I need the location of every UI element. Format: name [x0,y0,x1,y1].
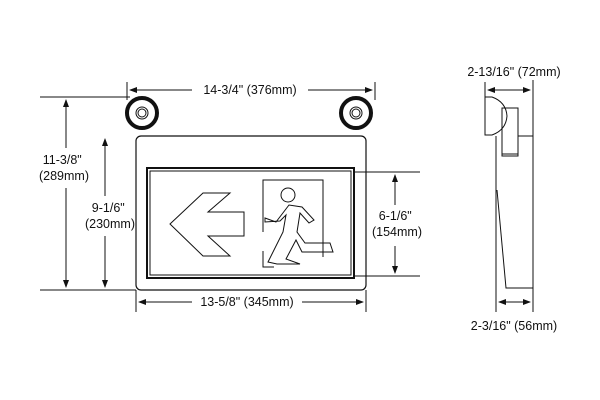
front-view: 14-3/4" (376mm) 11-3/8" (289mm) 9-1/6" (… [39,82,422,312]
right-lamp-head [339,96,373,130]
sign-face-frame [146,167,355,279]
bottom-depth-label: 2-3/16" (56mm) [471,319,557,333]
left-arrow-icon [169,192,245,257]
left-lamp-head [125,96,159,130]
running-man-exit-icon [262,179,334,268]
overall-height-label: 11-3/8" (289mm) [39,153,89,183]
side-lamp-head [484,96,508,136]
overall-width-label: 14-3/4" (376mm) [203,83,296,97]
top-depth-label: 2-13/16" (72mm) [467,65,560,79]
sign-height-label: 6-1/6" (154mm) [372,209,422,239]
side-body [495,135,533,290]
body-width-label: 13-5/8" (345mm) [200,295,293,309]
sign-body [135,135,367,291]
body-height-label: 9-1/6" (230mm) [85,201,135,231]
side-view: 2-13/16" (72mm) 2-3/16" (56mm) [467,65,560,333]
